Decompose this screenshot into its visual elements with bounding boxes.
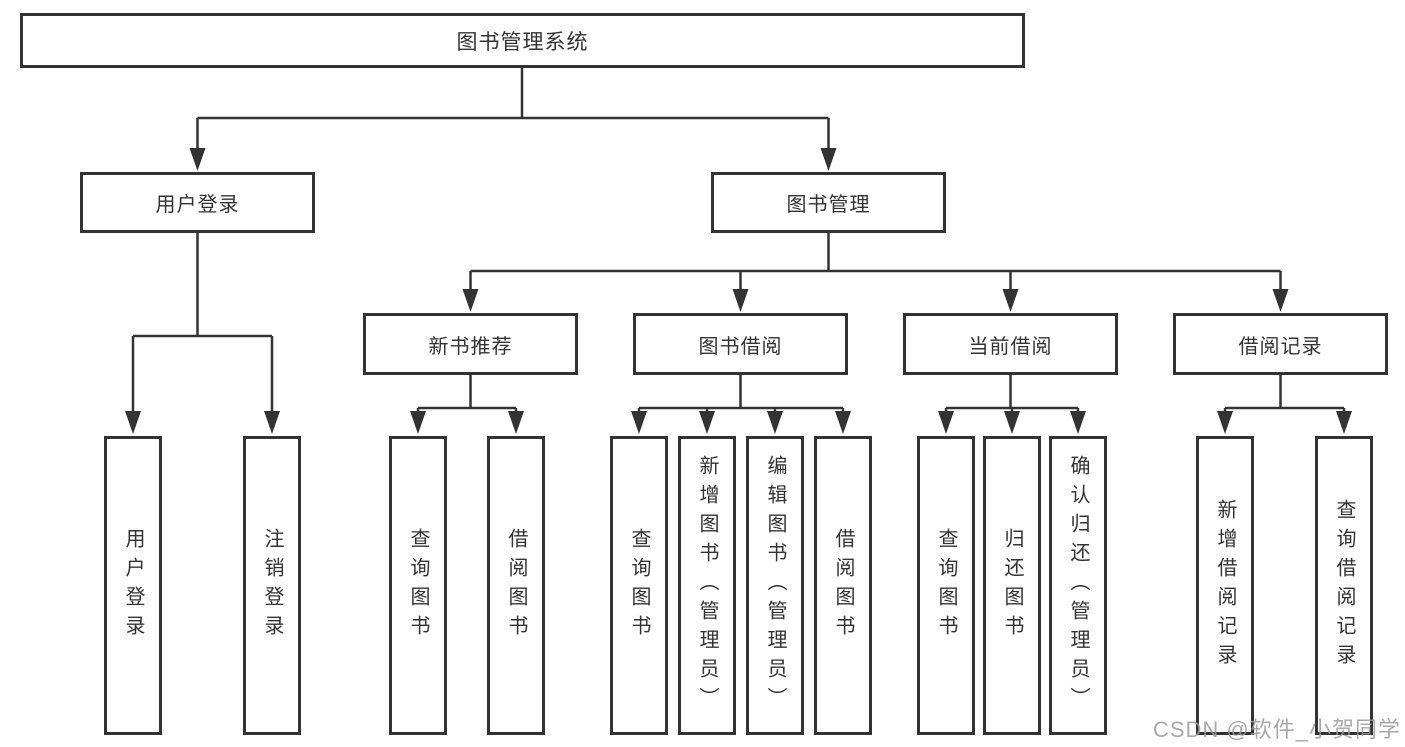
leaf-borrow-books-recommend: 借阅图书 bbox=[487, 436, 545, 735]
node-current-borrow: 当前借阅 bbox=[903, 313, 1118, 375]
leaf-confirm-return-admin: 确认归还（管理员） bbox=[1049, 436, 1107, 735]
leaf-query-books-current: 查询图书 bbox=[917, 436, 975, 735]
leaf-query-books-recommend: 查询图书 bbox=[389, 436, 447, 735]
node-root: 图书管理系统 bbox=[20, 13, 1025, 68]
leaf-query-borrow-record: 查询借阅记录 bbox=[1315, 436, 1373, 735]
leaf-add-books-admin: 新增图书（管理员） bbox=[678, 436, 736, 735]
leaf-user-login: 用户登录 bbox=[104, 436, 162, 735]
leaf-return-books: 归还图书 bbox=[983, 436, 1041, 735]
node-borrow-records: 借阅记录 bbox=[1173, 313, 1388, 375]
leaf-label: 确认归还（管理员） bbox=[1067, 455, 1089, 716]
node-book-management: 图书管理 bbox=[711, 172, 946, 233]
leaf-label: 查询图书 bbox=[407, 527, 429, 644]
node-book-borrow: 图书借阅 bbox=[633, 313, 848, 375]
leaf-label: 借阅图书 bbox=[832, 527, 854, 644]
leaf-borrow-books: 借阅图书 bbox=[814, 436, 872, 735]
csdn-watermark: CSDN @软件_小贺同学 bbox=[1152, 717, 1401, 742]
arrowheads bbox=[125, 148, 1352, 434]
leaf-label: 查询图书 bbox=[628, 527, 650, 644]
leaf-query-books-borrow: 查询图书 bbox=[610, 436, 668, 735]
leaf-label: 新增借阅记录 bbox=[1214, 498, 1236, 673]
node-new-book-recommend: 新书推荐 bbox=[363, 313, 578, 375]
leaf-label: 用户登录 bbox=[122, 527, 144, 644]
leaf-label: 查询图书 bbox=[935, 527, 957, 644]
leaf-add-borrow-record: 新增借阅记录 bbox=[1196, 436, 1254, 735]
leaf-label: 查询借阅记录 bbox=[1333, 498, 1355, 673]
leaf-label: 归还图书 bbox=[1001, 527, 1023, 644]
node-user-login: 用户登录 bbox=[80, 172, 315, 233]
leaf-label: 新增图书（管理员） bbox=[696, 455, 718, 716]
leaf-label: 借阅图书 bbox=[505, 527, 527, 644]
leaf-label: 编辑图书（管理员） bbox=[764, 455, 786, 716]
leaf-edit-books-admin: 编辑图书（管理员） bbox=[746, 436, 804, 735]
leaf-label: 注销登录 bbox=[261, 527, 283, 644]
leaf-logout: 注销登录 bbox=[243, 436, 301, 735]
